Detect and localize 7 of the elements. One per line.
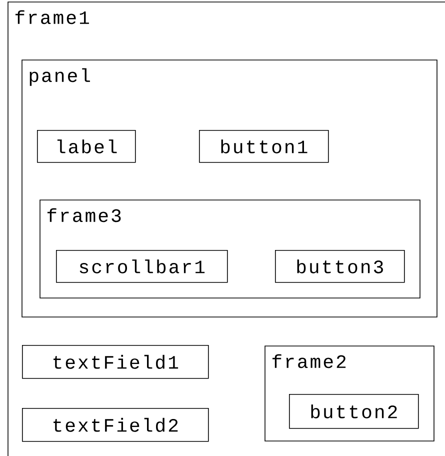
- component-box: button3: [275, 250, 405, 283]
- component-box: textField1: [22, 345, 209, 379]
- component-box: button2: [289, 394, 419, 429]
- component-box: scrollbar1: [56, 250, 228, 283]
- component-box: textField2: [22, 408, 209, 442]
- component-box: label: [37, 130, 136, 163]
- component-box: button1: [199, 130, 329, 163]
